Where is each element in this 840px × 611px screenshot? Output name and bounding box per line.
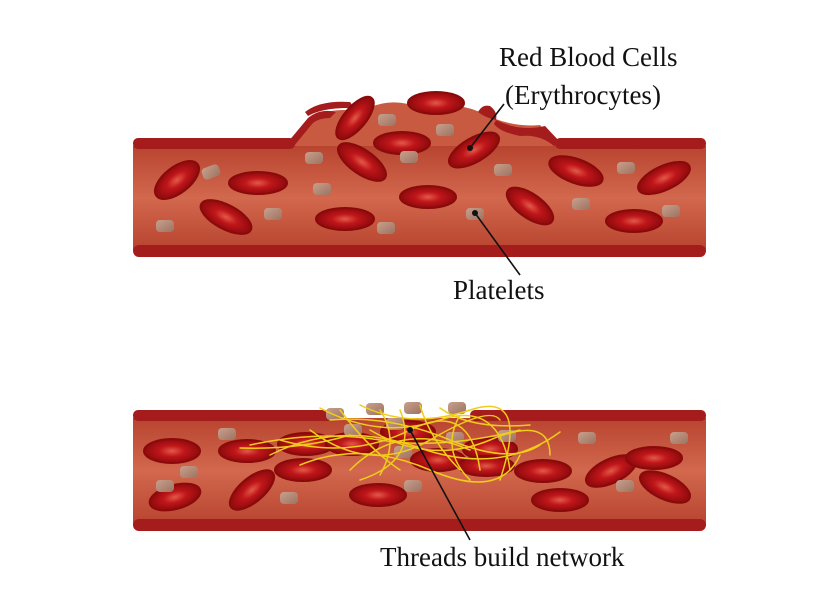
threads-pointer-line xyxy=(409,429,471,541)
red-blood-cell xyxy=(349,483,407,507)
damaged-wall-fragment xyxy=(288,110,336,146)
platelet-pointer-line xyxy=(474,212,521,276)
red-blood-cell xyxy=(274,458,332,482)
pointer-lines-top xyxy=(467,103,521,276)
top-vessel-wall-bottom xyxy=(133,245,706,257)
red-blood-cell xyxy=(154,159,200,201)
red-blood-cell xyxy=(625,446,683,470)
red-blood-cell xyxy=(143,438,201,464)
red-blood-cell xyxy=(399,185,457,209)
platelet xyxy=(436,124,454,136)
bottom-vessel-wall-top-left xyxy=(133,410,333,421)
red-blood-cell xyxy=(448,131,500,169)
red-blood-cell xyxy=(639,470,691,504)
fibrin-thread-network xyxy=(239,404,561,483)
platelet xyxy=(344,424,362,436)
platelet xyxy=(218,428,236,440)
platelet xyxy=(617,162,635,174)
fibrin-thread xyxy=(309,414,501,457)
fibrin-thread xyxy=(419,404,461,471)
red-blood-cell xyxy=(228,171,288,195)
platelet xyxy=(201,164,221,180)
red-blood-cell xyxy=(605,209,663,233)
damaged-wall-fragment xyxy=(494,120,560,146)
label-erythrocytes: (Erythrocytes) xyxy=(505,80,661,110)
platelet xyxy=(572,198,590,210)
red-blood-cell xyxy=(218,439,276,463)
platelet xyxy=(280,492,298,504)
platelet xyxy=(366,403,384,415)
platelet xyxy=(377,222,395,234)
platelet xyxy=(313,183,331,195)
platelet xyxy=(448,402,466,414)
fibrin-thread xyxy=(451,414,471,481)
fibrin-thread xyxy=(369,429,551,456)
red-blood-cell xyxy=(407,91,465,115)
platelet xyxy=(494,164,512,176)
top-vessel-wall-top-right xyxy=(555,138,706,149)
threads-pointer-dot xyxy=(407,427,413,433)
platelet xyxy=(156,220,174,232)
platelet xyxy=(578,432,596,444)
red-blood-cell xyxy=(315,207,375,231)
red-blood-cell xyxy=(373,131,431,155)
platelet xyxy=(670,432,688,444)
platelet xyxy=(404,480,422,492)
platelets xyxy=(156,114,680,234)
fibrin-thread xyxy=(239,434,351,449)
damaged-wall-fragment xyxy=(305,101,352,116)
platelet xyxy=(662,205,680,217)
red-blood-cell xyxy=(505,186,555,226)
label-threads: Threads build network xyxy=(380,542,625,572)
platelet xyxy=(400,151,418,163)
red-blood-cell xyxy=(531,488,589,512)
fibrin-thread xyxy=(439,407,531,427)
bottom-vessel-wall-bottom xyxy=(133,519,706,531)
platelet xyxy=(404,402,422,414)
top-vessel xyxy=(133,91,706,257)
red-blood-cell xyxy=(228,469,276,511)
platelet xyxy=(378,114,396,126)
fibrin-thread xyxy=(319,407,511,471)
platelet xyxy=(264,208,282,220)
red-blood-cell xyxy=(514,459,572,483)
red-blood-cell xyxy=(335,95,375,141)
bottom-vessel xyxy=(133,402,706,531)
fibrin-thread xyxy=(359,404,511,481)
bottom-vessel-wall-top-right xyxy=(470,410,706,421)
platelet xyxy=(616,480,634,492)
red-blood-cell xyxy=(337,142,387,182)
red-blood-cell xyxy=(548,155,604,187)
top-vessel-wall-top-left xyxy=(133,138,295,149)
red-blood-cell xyxy=(637,160,691,196)
label-platelets: Platelets xyxy=(453,275,545,305)
red-blood-cells xyxy=(143,420,691,512)
fibrin-thread xyxy=(359,409,406,481)
rbc-pointer-line xyxy=(469,103,505,149)
red-blood-cell xyxy=(199,199,253,235)
platelet-pointer-dot xyxy=(472,210,478,216)
fibrin-thread xyxy=(329,418,541,455)
platelet xyxy=(305,152,323,164)
platelet xyxy=(156,480,174,492)
label-red-blood-cells: Red Blood Cells xyxy=(499,42,678,72)
pointer-lines-bottom xyxy=(407,427,471,541)
platelet xyxy=(180,466,198,478)
damaged-wall-fragment xyxy=(478,105,497,120)
fibrin-thread xyxy=(249,429,521,446)
red-blood-cells xyxy=(154,91,691,235)
fibrin-thread xyxy=(339,409,401,471)
rbc-pointer-dot xyxy=(467,145,473,151)
